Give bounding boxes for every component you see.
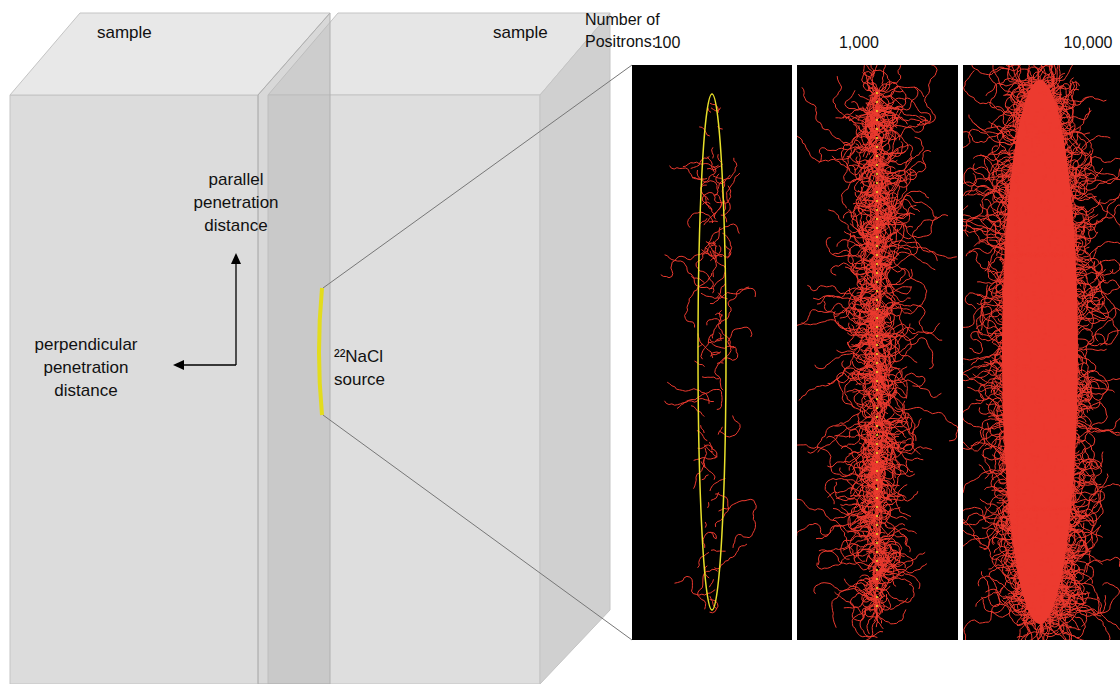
arrow-head: [231, 253, 241, 264]
panel-count: 10,000: [1064, 32, 1113, 54]
leader-line: [323, 65, 632, 288]
positron-track: [661, 103, 756, 613]
source-outline: [698, 94, 726, 610]
positron-track: [963, 76, 1120, 630]
block-side: [258, 13, 330, 684]
source-outline: [876, 92, 878, 612]
block-label: sample: [493, 23, 548, 43]
arrow-line: [235, 263, 236, 365]
panel-count: 1,000: [839, 32, 879, 54]
simulation-panel: [632, 65, 792, 640]
axis-label: perpendicular penetration distance: [34, 333, 137, 402]
source-strip: [319, 288, 322, 415]
arrow-head: [173, 360, 184, 370]
positron-tracks: [963, 65, 1120, 640]
positron-track: [963, 65, 1120, 640]
panel-count: 100: [654, 32, 681, 54]
positron-tracks: [661, 103, 756, 613]
sample-block: sample: [268, 13, 610, 684]
source-label: ²²NaCl source: [334, 345, 385, 391]
arrow-line: [183, 364, 236, 365]
block-side: [540, 13, 610, 684]
axis-label: parallel penetration distance: [193, 168, 278, 237]
block-label: sample: [97, 23, 152, 43]
leader-line: [323, 415, 632, 640]
positron-track: [797, 65, 942, 640]
positron-tracks: [797, 65, 958, 640]
